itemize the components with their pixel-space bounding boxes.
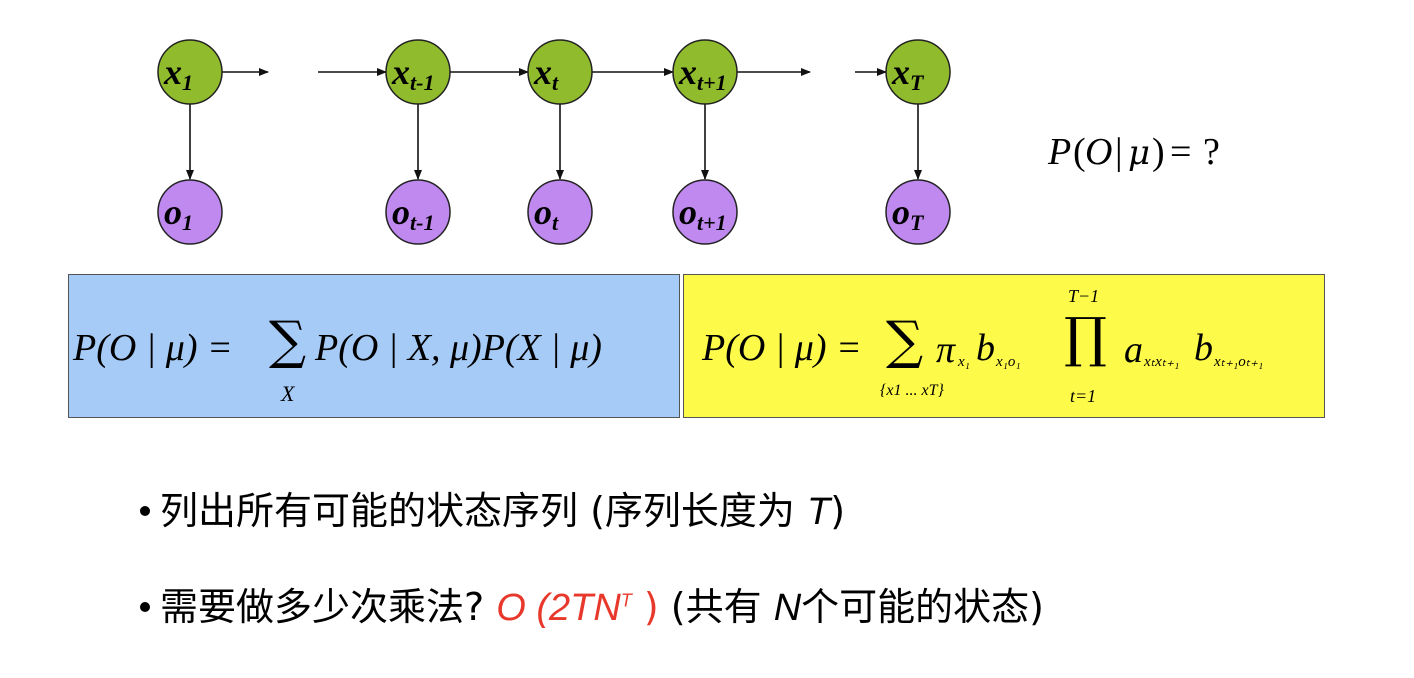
bullet-1: 列出所有可能的状态序列 (序列长度为 T) [140, 492, 845, 531]
right-sum: ∑ [886, 311, 924, 371]
right-b2-sub: xₜ₊₁oₜ₊₁ [1214, 354, 1264, 370]
right-sum-sub: {x1 ... xT} [880, 382, 944, 399]
left-sum-sub: X [281, 381, 295, 406]
right-b1-sub: x₁o₁ [996, 354, 1021, 370]
svg-text:): ) [1152, 131, 1165, 173]
state-node-xt+1: xt+1 [672, 39, 738, 105]
formula-box-right: P(O | μ) = ∑ {x1 ... xT} π x₁ b x₁o₁ ∏ T… [683, 274, 1325, 418]
formula-box-left: P(O | μ) = ∑ X P(O | X, μ)P(X | μ) [68, 274, 680, 418]
question-p: P [1047, 131, 1071, 173]
right-prod-sub: t=1 [1070, 386, 1097, 406]
obs-node-oT: oT [885, 179, 951, 245]
bullet-2: 需要做多少次乘法? O (2TNT ) (共有 N个可能的状态) [140, 588, 1044, 627]
bullet-dot-icon [140, 601, 150, 612]
edges [186, 68, 922, 180]
state-node-xt: xt [527, 39, 593, 105]
right-pi: π [936, 329, 956, 371]
question-eq: = [1170, 131, 1191, 173]
obs-node-ot: ot [527, 179, 593, 245]
hmm-diagram: x1 xt-1 xt xt+1 xT o1 ot-1 ot ot+1 oT P ( O | μ )… [157, 39, 1220, 245]
right-b2: b [1194, 327, 1213, 369]
right-a-sub: xₜxₜ₊₁ [1144, 354, 1180, 370]
nodes: x1 xt-1 xt xt+1 xT o1 ot-1 ot ot+1 oT [157, 39, 951, 245]
obs-node-o1: o1 [157, 179, 223, 245]
left-rhs: P(O | X, μ)P(X | μ) [315, 327, 602, 369]
bullet-dot-icon [140, 505, 150, 516]
left-lhs: P(O | μ) = [73, 327, 233, 369]
right-lhs: P(O | μ) = [702, 327, 862, 369]
right-b1: b [976, 327, 995, 369]
state-node-x1: x1 [157, 39, 223, 105]
right-a: a [1124, 329, 1143, 371]
obs-node-ot-1: ot-1 [385, 179, 451, 245]
question-q: ? [1203, 131, 1220, 173]
svg-text:(: ( [1073, 131, 1086, 173]
question-o: O [1085, 131, 1112, 173]
obs-node-ot+1: ot+1 [672, 179, 738, 245]
right-prod: ∏ [1064, 306, 1107, 369]
left-sum: ∑ [269, 311, 307, 371]
question-mu: μ [1128, 133, 1150, 173]
right-prod-sup: T−1 [1068, 286, 1100, 306]
marginal-question: P ( O | μ ) = ? [1047, 131, 1220, 173]
state-node-xT: xT [885, 39, 951, 105]
state-node-xt-1: xt-1 [385, 39, 451, 105]
right-pi-sub: x₁ [958, 354, 970, 370]
svg-text:oT: oT [892, 192, 925, 235]
question-bar: | [1115, 131, 1123, 173]
